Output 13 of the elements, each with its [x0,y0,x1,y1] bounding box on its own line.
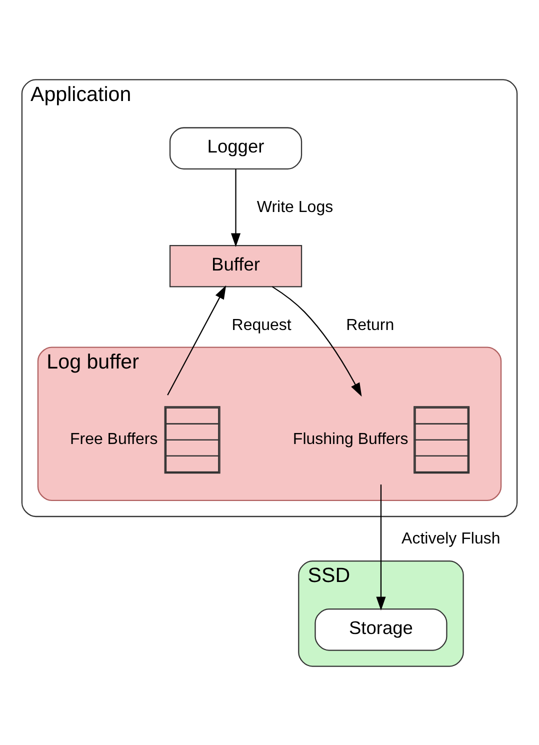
edge-label: Actively Flush [402,530,500,548]
node-box: Buffer [169,244,302,287]
arrow [230,168,241,246]
arrow [376,484,386,610]
edge-label: Write Logs [256,198,334,216]
node-box: Storage [314,608,448,650]
node-label: Flushing Buffers [292,430,408,448]
arrow [167,284,226,395]
node-label: Free Buffers [70,430,158,448]
arrow [272,286,362,396]
edge-label: Return [346,316,394,334]
edge-label: Request [232,316,292,334]
node-box: Logger [169,126,302,169]
